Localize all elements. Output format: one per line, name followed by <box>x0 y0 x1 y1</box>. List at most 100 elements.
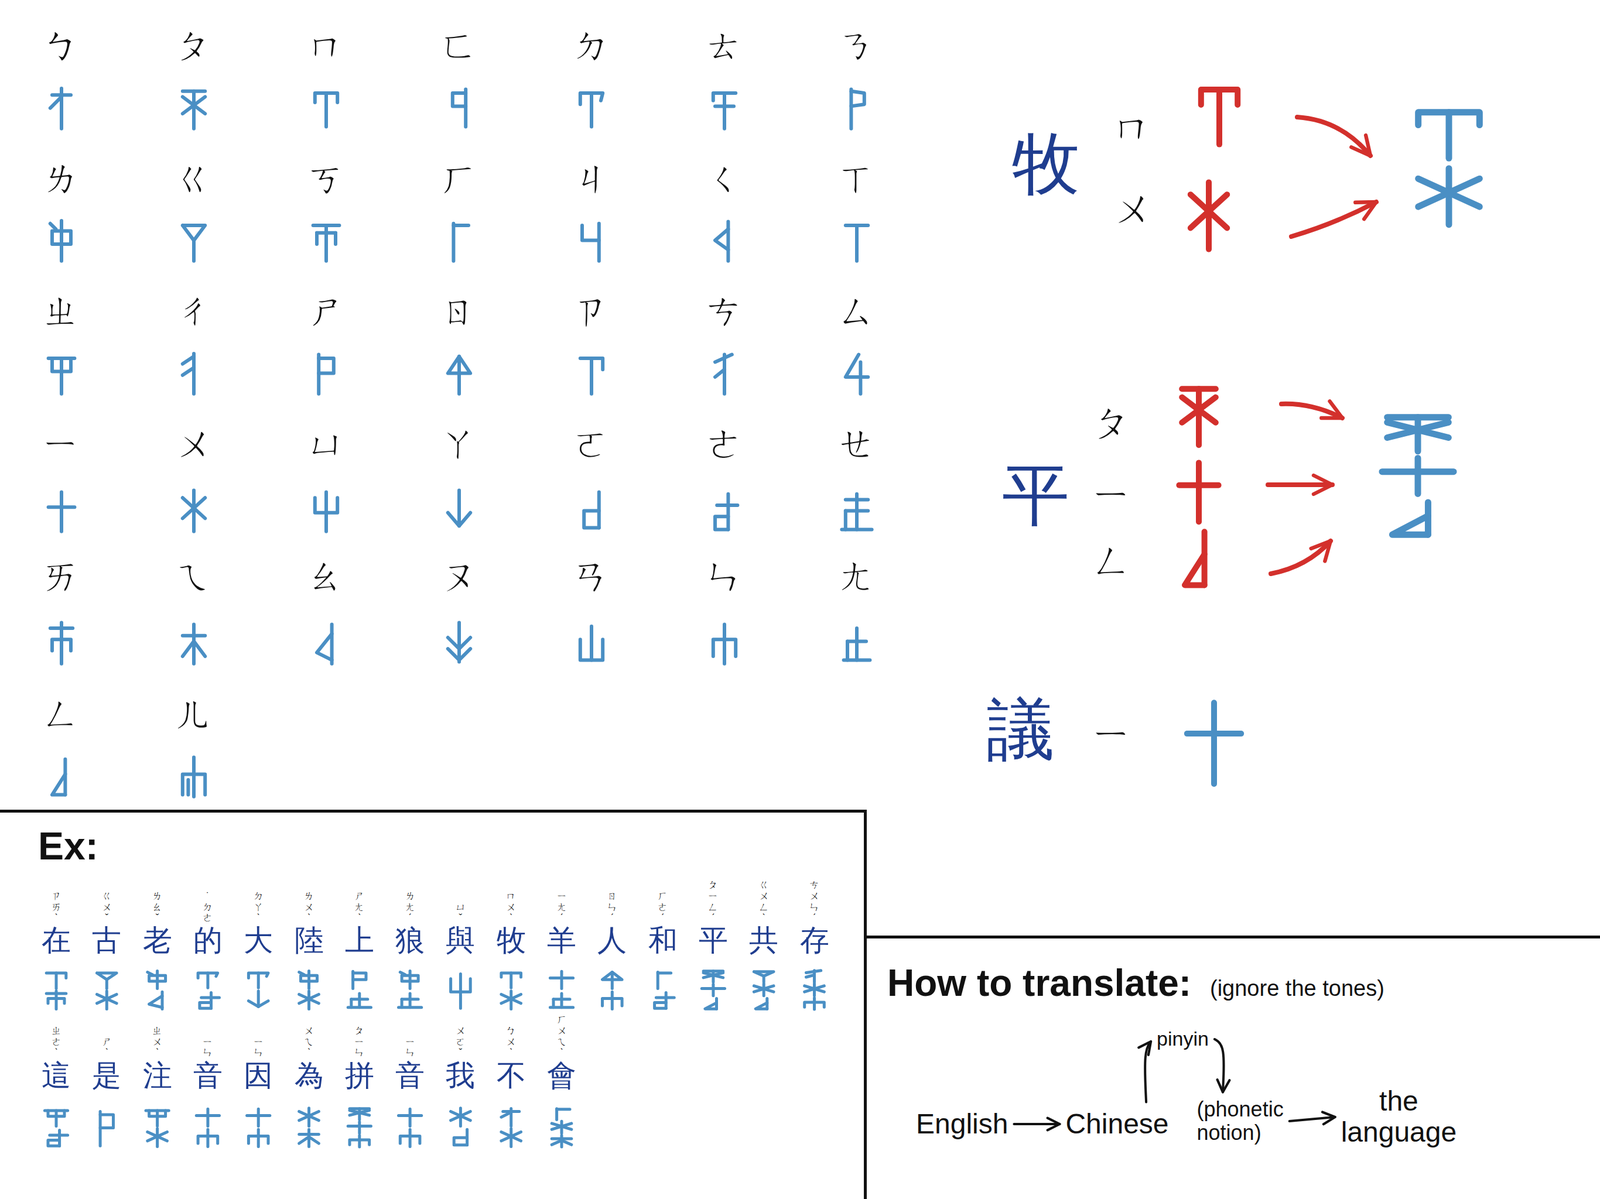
glyph-stroke <box>450 1111 471 1121</box>
glyph-part <box>48 1130 68 1147</box>
glyph-stroke <box>722 624 727 665</box>
zhuyin-symbol: ㄍ <box>175 157 213 200</box>
glyph-stroke <box>192 353 196 395</box>
glyph-stroke <box>1418 178 1480 207</box>
zhuyin-reading: ㄕˋ <box>101 1037 112 1059</box>
flow-note: pinyin <box>1154 1025 1212 1054</box>
script-glyph <box>580 358 603 395</box>
glyph-stroke <box>400 972 405 976</box>
glyph-part <box>1418 168 1480 225</box>
glyph-stroke <box>654 1002 667 1009</box>
zhuyin-reading: ㄆㄧㄣ <box>354 1026 365 1059</box>
glyph-part <box>182 757 205 798</box>
glyph-stroke <box>59 220 64 262</box>
glyph-part <box>248 973 269 988</box>
glyph-part <box>501 1109 520 1127</box>
script-glyph <box>448 622 471 662</box>
chinese-character: 和 <box>648 924 678 959</box>
glyph-stroke <box>48 1140 60 1147</box>
zhuyin-symbol: ㄖ <box>440 289 478 332</box>
glyph-part <box>501 991 522 1010</box>
chinese-character: 音 <box>193 1059 223 1094</box>
red-arrow <box>1270 541 1331 574</box>
glyph-stroke <box>201 996 220 1000</box>
glyph-stroke <box>59 622 64 664</box>
flow-arrow <box>1144 1041 1151 1103</box>
glyph-stroke <box>845 641 850 661</box>
glyph-stroke <box>206 973 210 988</box>
zhuyin-symbol: ㄤ <box>838 555 876 597</box>
glyph-stroke <box>804 986 825 993</box>
glyph-stroke <box>843 511 848 531</box>
zhuyin-symbol: ㄥ <box>1092 538 1133 584</box>
zhuyin-symbol: ㄓ <box>43 289 81 332</box>
red-arrow <box>1297 117 1371 156</box>
glyph-stroke <box>452 93 466 107</box>
script-glyph <box>97 973 118 1010</box>
glyph-stroke <box>716 503 738 508</box>
glyph-stroke <box>147 1132 168 1141</box>
glyph-stroke <box>582 225 600 241</box>
glyph-stroke <box>299 994 320 1004</box>
step-text: English <box>915 1108 1008 1141</box>
glyph-stroke <box>59 88 64 129</box>
glyph-stroke <box>50 96 62 108</box>
glyph-stroke <box>59 358 64 395</box>
glyph-stroke <box>49 1134 68 1138</box>
glyph-stroke <box>182 96 205 114</box>
glyph-part <box>1187 702 1241 785</box>
glyph-stroke <box>1190 194 1227 228</box>
glyph-stroke <box>762 976 766 983</box>
glyph-stroke <box>705 1003 717 1010</box>
glyph-part <box>100 1111 114 1147</box>
glyph-part <box>149 992 163 1010</box>
zhuyin-symbol: ㄆ <box>175 24 213 67</box>
glyph-stroke <box>248 1001 269 1008</box>
glyph-stroke <box>448 637 471 649</box>
chinese-character: 在 <box>41 924 71 959</box>
zhuyin-symbol: ㄆ <box>1092 401 1133 446</box>
glyph-part <box>46 973 67 990</box>
glyph-stroke <box>105 979 109 989</box>
glyph-stroke <box>149 975 166 982</box>
script-glyph <box>52 759 66 796</box>
zhuyin-symbol: ㄎ <box>308 157 345 200</box>
glyph-stroke <box>206 1129 210 1147</box>
glyph-part <box>182 624 205 665</box>
glyph-part <box>654 993 675 1010</box>
flow-step: English <box>913 1105 1011 1143</box>
glyph-part <box>398 993 422 1008</box>
glyph-stroke <box>349 1110 370 1116</box>
chinese-character: 狼 <box>395 924 425 959</box>
zhuyin-symbol: ㄞ <box>43 555 81 597</box>
glyph-stroke <box>1392 515 1428 535</box>
glyph-stroke <box>845 354 868 378</box>
script-glyph <box>248 973 269 1007</box>
glyph-stroke <box>1414 457 1422 494</box>
glyph-stroke <box>347 1006 371 1010</box>
glyph-stroke <box>501 994 522 1004</box>
glyph-part <box>657 972 671 990</box>
red-arrow <box>1267 482 1333 488</box>
glyph-stroke <box>192 240 196 262</box>
glyph-part <box>556 1109 570 1121</box>
zhuyin-reading: ㄓㄨˋ <box>152 1026 163 1059</box>
zhuyin-reading: ㄖㄣˊ <box>607 891 618 925</box>
zhuyin-reading: ㄧㄣ <box>405 1037 416 1059</box>
glyph-stroke <box>812 997 816 1010</box>
chinese-character: 議 <box>986 691 1055 769</box>
glyph-part <box>315 492 338 532</box>
glyph-stroke <box>55 991 58 1010</box>
glyph-stroke <box>316 634 333 661</box>
glyph-stroke <box>1181 397 1216 423</box>
glyph-stroke <box>408 1109 412 1127</box>
glyph-part <box>182 225 205 262</box>
zhuyin-reading: ㄅㄨˋ <box>506 1026 516 1059</box>
script-glyph <box>347 971 371 1008</box>
glyph-stroke <box>1387 422 1449 438</box>
chinese-character: 為 <box>294 1059 324 1094</box>
glyph-part <box>450 973 471 1009</box>
glyph-stroke <box>52 774 66 795</box>
script-glyph <box>50 220 71 262</box>
red-glyph <box>1178 462 1219 522</box>
